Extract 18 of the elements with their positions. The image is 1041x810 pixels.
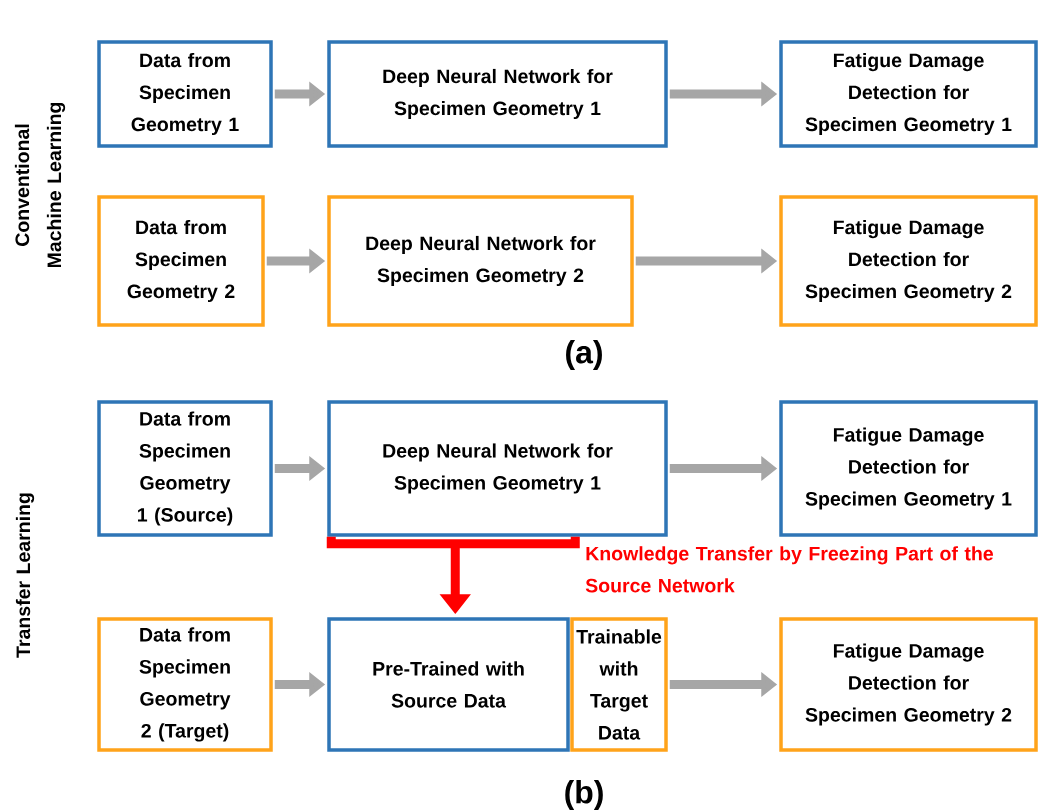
side-label: Transfer Learning (15, 493, 35, 658)
data-box: Data from Specimen Geometry 1 (Source) (97, 400, 273, 537)
panel-label: (a) (566, 340, 602, 370)
network-box: Pre-Trained with Source Data (327, 617, 570, 752)
data-box: Data from Specimen Geometry 2 (Target) (97, 617, 273, 752)
data-box: Data from Specimen Geometry 1 (97, 40, 273, 148)
network-box: Deep Neural Network for Specimen Geometry 2 (327, 195, 634, 327)
output-box: Fatigue Damage Detection for Specimen Geometry 1 (779, 400, 1038, 537)
output-box: Fatigue Damage Detection for Specimen Geometry 2 (779, 617, 1038, 752)
output-box: Fatigue Damage Detection for Specimen Geometry 2 (779, 195, 1038, 327)
panel-label: (b) (565, 780, 603, 810)
side-label: Conventional Machine Learning (14, 102, 66, 268)
output-box: Fatigue Damage Detection for Specimen Geometry 1 (779, 40, 1038, 148)
network-box: Deep Neural Network for Specimen Geometry 1 (327, 40, 668, 148)
edge-label: Knowledge Transfer by Freezing Part of the Source Network (585, 546, 993, 593)
data-box: Data from Specimen Geometry 2 (97, 195, 265, 327)
network-box: Deep Neural Network for Specimen Geometry 1 (327, 400, 668, 537)
network-box: Trainable with Target Data (570, 617, 668, 752)
